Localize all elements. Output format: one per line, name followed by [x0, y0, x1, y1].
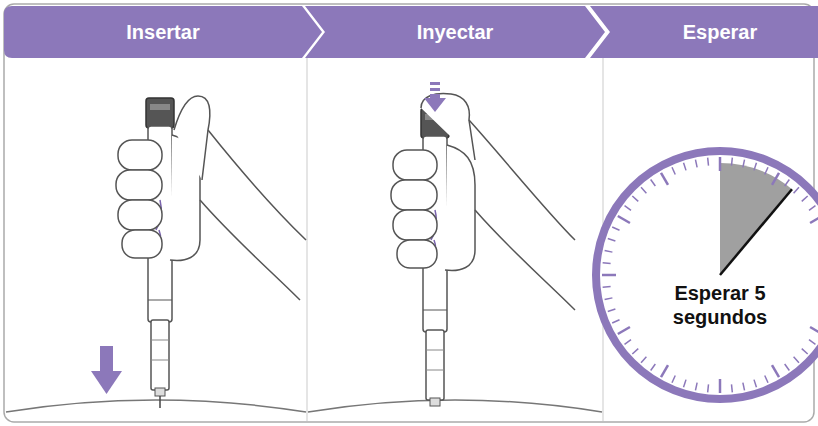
clock-face [590, 145, 818, 405]
timer-label: Esperar 5 segundos [664, 281, 776, 329]
timer-circle: Esperar 5 segundos [590, 145, 818, 405]
step-title: Esperar [683, 21, 758, 44]
step-title: Inyectar [417, 21, 494, 44]
step-header: Insertar [4, 6, 322, 58]
step-header: Esperar [590, 6, 818, 58]
step-header: Inyectar [305, 6, 605, 58]
step-title: Insertar [126, 21, 199, 44]
